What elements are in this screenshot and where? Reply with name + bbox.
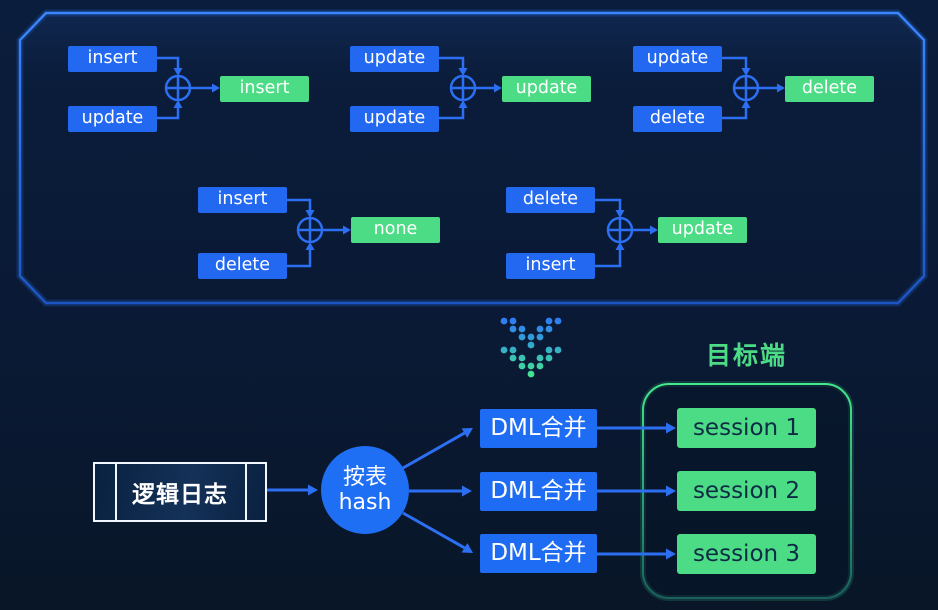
session-node-1: session 1 xyxy=(677,408,816,448)
merge1-result: insert xyxy=(220,76,309,102)
merge4-result: none xyxy=(351,217,440,243)
merge3-result: delete xyxy=(785,76,874,102)
merge4-input-bottom: delete xyxy=(198,253,287,279)
flow-arrowheads xyxy=(308,422,676,560)
session-node-3: session 3 xyxy=(677,534,816,574)
log-box-divider xyxy=(245,464,247,520)
merge1-input-bottom: update xyxy=(68,106,157,132)
merge5-input-bottom: insert xyxy=(506,253,595,279)
merge2-result: update xyxy=(502,76,591,102)
merge2-input-top: update xyxy=(350,46,439,72)
dml-merge-node-3: DML合并 xyxy=(480,534,597,573)
merge3-input-top: update xyxy=(633,46,722,72)
hash-by-table-node: 按表 hash xyxy=(321,446,409,534)
session-node-2: session 2 xyxy=(677,471,816,511)
merge-arrowheads xyxy=(173,68,785,250)
merge4-input-top: insert xyxy=(198,187,287,213)
hash-label-line1: 按表 xyxy=(342,464,387,490)
logical-log-node: 逻辑日志 xyxy=(93,462,267,522)
chevron-down-icon xyxy=(500,317,562,378)
log-box-divider xyxy=(115,464,117,520)
merge2-input-bottom: update xyxy=(350,106,439,132)
dml-merge-node-2: DML合并 xyxy=(480,472,597,511)
merge5-result: update xyxy=(658,217,747,243)
merge1-input-top: insert xyxy=(68,46,157,72)
logical-log-label: 逻辑日志 xyxy=(132,482,228,508)
flow-connectors xyxy=(266,426,666,556)
merge5-input-top: delete xyxy=(506,187,595,213)
hash-label-line2: hash xyxy=(338,490,392,515)
merge3-input-bottom: delete xyxy=(633,106,722,132)
dml-merge-node-1: DML合并 xyxy=(480,409,597,448)
target-side-title: 目标端 xyxy=(705,341,787,370)
